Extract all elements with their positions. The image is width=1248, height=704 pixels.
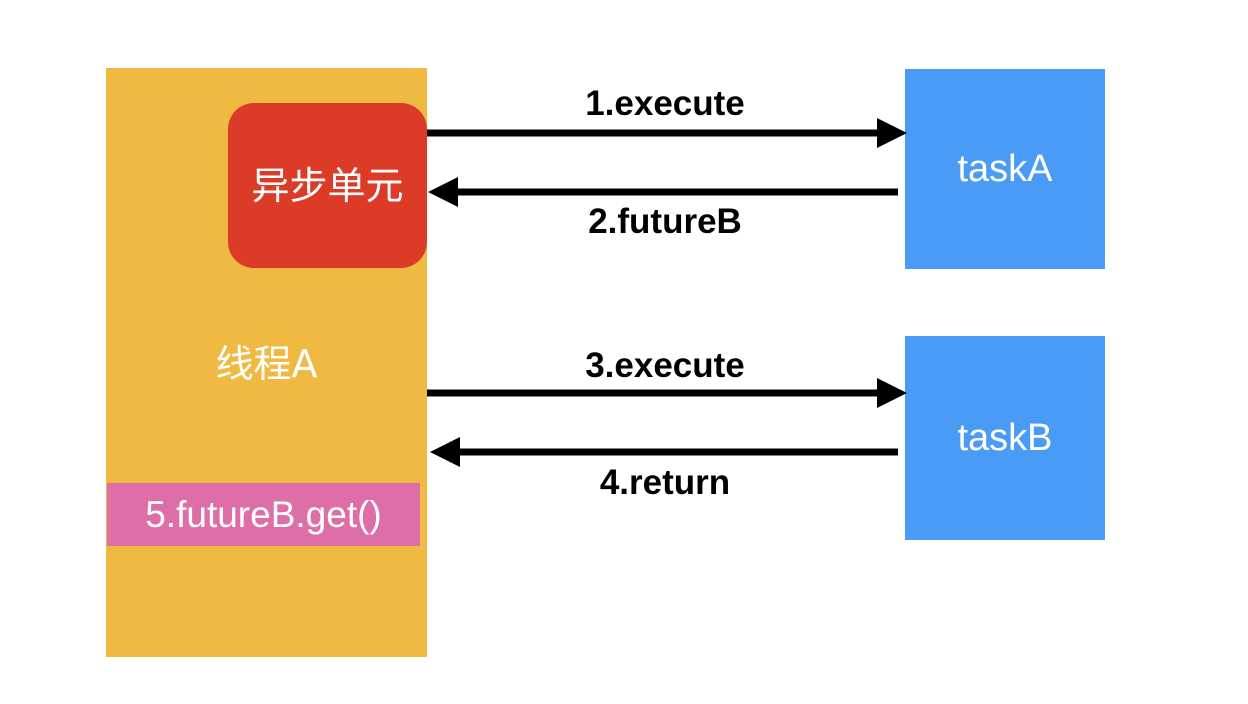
arrow-1-label: 1.execute xyxy=(585,84,745,123)
task-a-label: taskA xyxy=(957,148,1053,190)
task-b-label: taskB xyxy=(957,417,1053,459)
task-b-box: taskB xyxy=(905,336,1105,540)
arrow-2-label: 2.futureB xyxy=(588,202,742,241)
arrow-3-label: 3.execute xyxy=(585,346,745,385)
future-get-highlight: 5.futureB.get() xyxy=(107,483,420,546)
async-unit-label: 异步单元 xyxy=(251,163,404,208)
future-get-label: 5.futureB.get() xyxy=(145,493,382,535)
thread-a-label: 线程A xyxy=(215,342,318,386)
async-unit-box: 异步单元 xyxy=(228,103,427,268)
arrow-4-label: 4.return xyxy=(599,463,731,502)
task-a-box: taskA xyxy=(905,69,1105,269)
